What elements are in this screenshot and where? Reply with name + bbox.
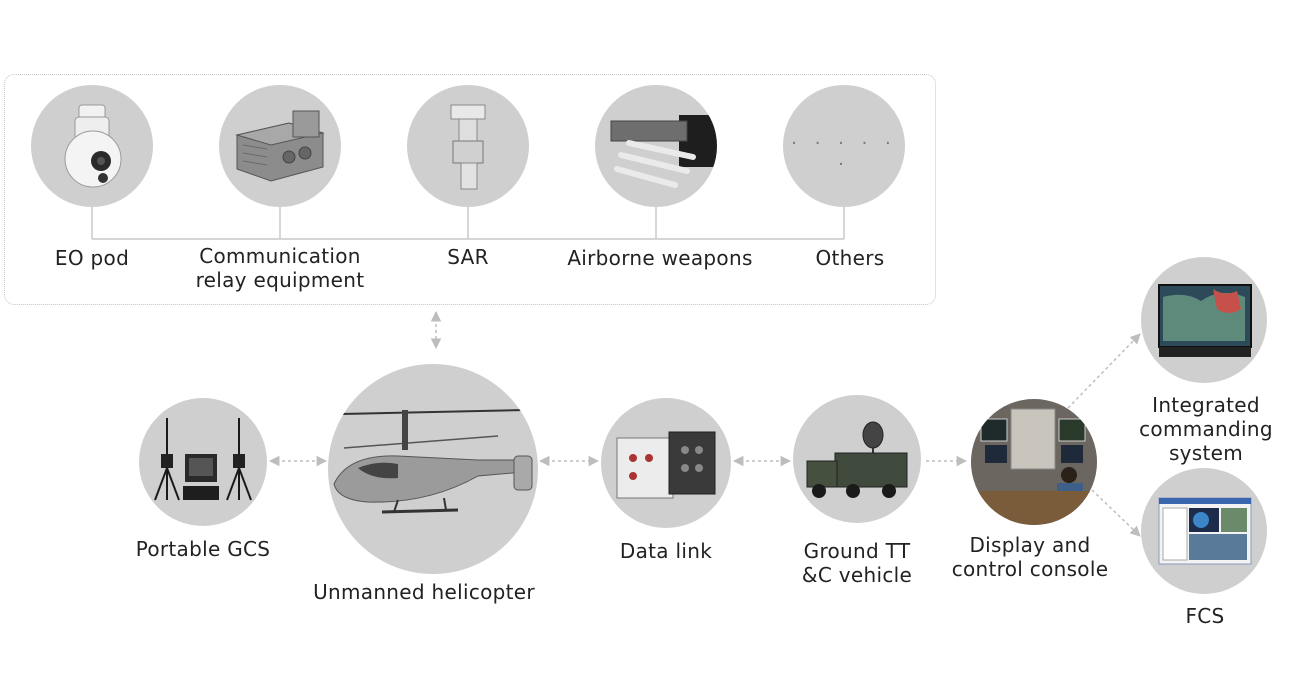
fcs-label: FCS xyxy=(1185,604,1225,628)
payload-group-box xyxy=(4,74,936,305)
data-link-icon xyxy=(601,398,731,528)
relay-equipment-label: Communication relay equipment xyxy=(195,244,365,292)
ground-vehicle-icon xyxy=(793,395,921,523)
airborne-weapons-label: Airborne weapons xyxy=(567,246,753,270)
console-icon xyxy=(971,399,1097,525)
flow-arrows xyxy=(268,310,1141,537)
others-placeholder: · · · · · · xyxy=(791,133,897,175)
portable-gcs-label: Portable GCS xyxy=(135,537,271,561)
fcs-icon xyxy=(1141,468,1267,594)
integrated-system-icon xyxy=(1141,257,1267,383)
console-fcs-arrow xyxy=(1091,489,1141,537)
relay-equipment-icon xyxy=(219,85,341,207)
console-integrated-arrow xyxy=(1067,333,1141,409)
sar-label: SAR xyxy=(447,245,489,269)
sar-icon xyxy=(407,85,529,207)
eo-pod-label: EO pod xyxy=(54,246,130,270)
weapons-icon xyxy=(595,85,717,207)
helicopter-icon xyxy=(328,364,538,574)
helicopter-label: Unmanned helicopter xyxy=(313,580,535,604)
payload-tree-lines xyxy=(91,207,845,240)
integrated-system-label: Integrated commanding system xyxy=(1139,393,1273,465)
ground-vehicle-label: Ground TT &C vehicle xyxy=(801,539,913,587)
console-label: Display and control console xyxy=(951,533,1109,581)
eo-pod-icon xyxy=(31,85,153,207)
ellipsis-icon: · · · · · · xyxy=(783,85,905,207)
portable-gcs-icon xyxy=(139,398,267,526)
others-label: Others xyxy=(815,246,885,270)
data-link-label: Data link xyxy=(619,539,713,563)
